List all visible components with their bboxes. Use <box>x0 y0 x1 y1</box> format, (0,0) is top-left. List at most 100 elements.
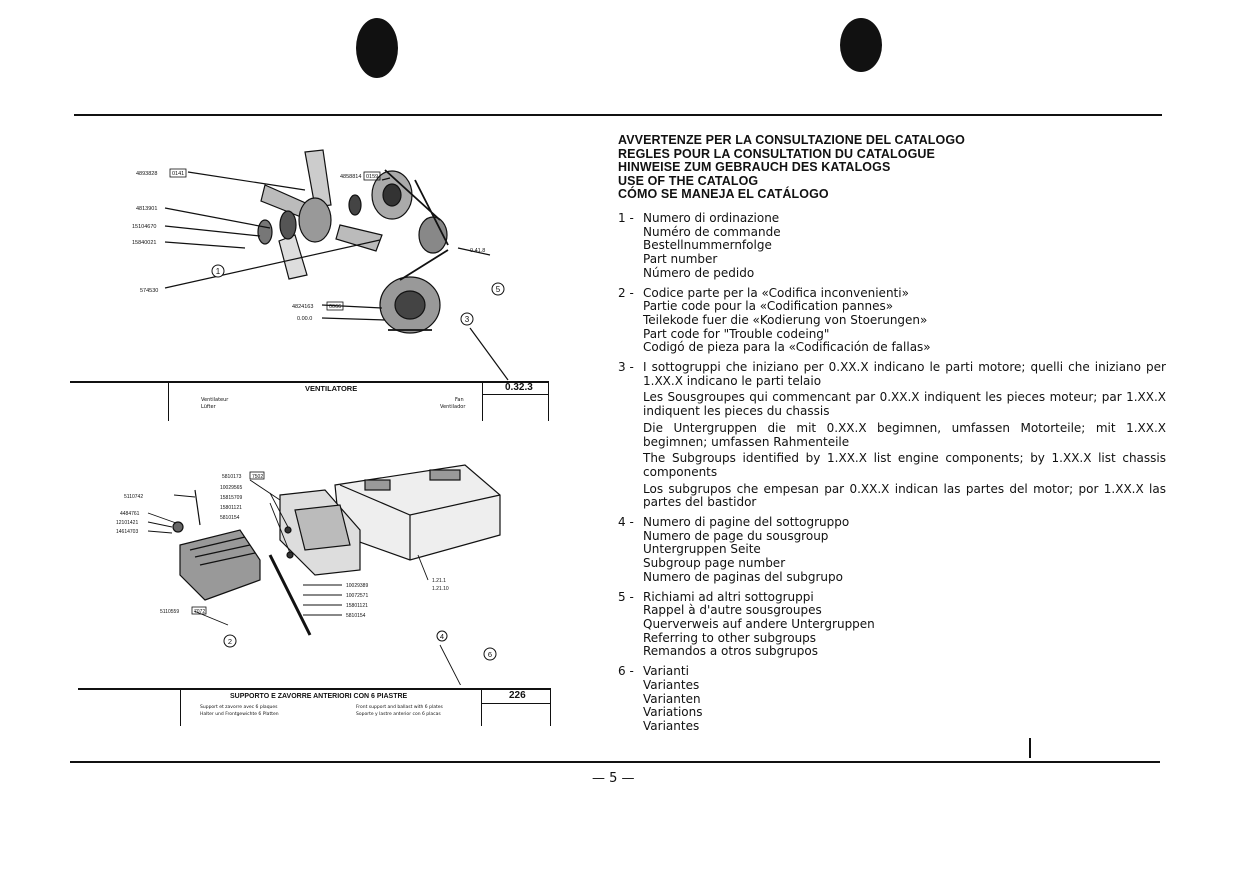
catalog-heading: AVVERTENZE PER LA CONSULTAZIONE DEL CATA… <box>618 133 965 202</box>
legend-line: Variations <box>643 705 703 720</box>
legend-line: Variantes <box>643 677 700 692</box>
fan-sub-right-2: Ventilador <box>440 404 466 410</box>
svg-text:14614703: 14614703 <box>116 529 138 535</box>
svg-text:5: 5 <box>496 285 501 294</box>
legend-list: 1 - Numero di ordinazione Numéro de comm… <box>618 211 1166 740</box>
top-rule <box>74 114 1162 116</box>
fan-title-rule-right <box>548 381 549 421</box>
support-title: SUPPORTO E ZAVORRE ANTERIORI CON 6 PIAST… <box>230 693 408 700</box>
legend-line: Subgroup page number <box>643 556 786 571</box>
legend-number: 2 - <box>618 285 634 300</box>
legend-line: Teilekode fuer die «Kodierung von Stoeru… <box>643 312 928 327</box>
legend-line: Untergruppen Seite <box>643 542 761 557</box>
svg-text:1: 1 <box>216 267 221 276</box>
svg-text:5810173: 5810173 <box>222 474 242 480</box>
svg-text:0141: 0141 <box>172 171 184 177</box>
svg-text:15840021: 15840021 <box>132 240 156 246</box>
svg-text:1.21.1: 1.21.1 <box>432 578 446 584</box>
legend-line: Numéro de commande <box>643 224 781 239</box>
legend-item-2: 2 - Codice parte per la «Codifica inconv… <box>618 285 1166 356</box>
support-sub-left-1: Support et zavorre avec 6 plaques <box>200 705 278 710</box>
fan-title: VENTILATORE <box>305 384 358 393</box>
svg-text:15801121: 15801121 <box>220 505 242 511</box>
punch-hole-right <box>840 18 882 72</box>
fan-sub-left-2: Lüfter <box>201 404 216 410</box>
support-code: 226 <box>509 690 526 701</box>
legend-item-4: 4 - Numero di pagine del sottogruppo Num… <box>618 515 1166 585</box>
bottom-rule <box>70 761 1160 763</box>
support-sub-left-2: Halter und Frontgewichte 6 Platten <box>200 712 279 717</box>
support-code-underline <box>481 703 550 704</box>
scan-mark <box>1029 738 1031 758</box>
svg-text:1.21.10: 1.21.10 <box>432 586 449 592</box>
support-sub-right-2: Soporte y lastre anterior con 6 placas <box>356 712 441 717</box>
svg-text:0.41.8: 0.41.8 <box>470 248 485 254</box>
legend-line: Varianti <box>643 664 689 679</box>
support-title-rule-top <box>78 688 550 690</box>
legend-item-3: 3 - I sottogruppi che iniziano per 0.XX.… <box>618 360 1166 510</box>
heading-line-en: USE OF THE CATALOG <box>618 173 759 188</box>
legend-line: Referring to other subgroups <box>643 630 817 645</box>
legend-line: Numero di ordinazione <box>643 211 780 225</box>
fan-sub-left-1: Ventilateur <box>201 397 229 403</box>
legend-number: 3 - <box>618 360 634 375</box>
legend-paragraph: Die Untergruppen die mit 0.XX.X begimnen… <box>643 420 1166 449</box>
legend-number: 4 - <box>618 515 634 530</box>
svg-text:15104670: 15104670 <box>132 224 156 230</box>
svg-text:5110742: 5110742 <box>124 494 143 500</box>
svg-text:4813901: 4813901 <box>136 206 157 212</box>
fan-code-underline <box>482 394 548 395</box>
svg-text:4893828: 4893828 <box>136 171 157 177</box>
legend-line: Bestellnummernfolge <box>643 238 772 253</box>
legend-number: 6 - <box>618 664 634 679</box>
svg-text:5110559: 5110559 <box>160 609 179 615</box>
legend-number: 5 - <box>618 589 634 604</box>
heading-line-fr: REGLES POUR LA CONSULTATION DU CATALOGUE <box>618 146 935 161</box>
svg-text:10029565: 10029565 <box>220 485 242 491</box>
legend-line: Remandos a otros subgrupos <box>643 644 818 659</box>
legend-line: Codigó de pieza para la «Codificación de… <box>643 340 931 355</box>
svg-text:574530: 574530 <box>140 288 158 294</box>
support-title-rule-right <box>550 688 551 726</box>
legend-paragraph: Les Sousgroupes qui commencant par 0.XX.… <box>643 390 1166 419</box>
svg-text:5810154: 5810154 <box>220 515 240 521</box>
legend-line: Numero de page du sousgroup <box>643 528 829 543</box>
support-sub-right-1: Front support and ballast with 6 plates <box>356 705 443 710</box>
svg-text:2: 2 <box>228 637 232 646</box>
support-title-rule-left <box>180 688 181 726</box>
svg-text:4484761: 4484761 <box>120 511 140 517</box>
fan-code: 0.32.3 <box>505 382 533 393</box>
legend-line: Número de pedido <box>643 265 755 280</box>
legend-line: Partie code pour la «Codification pannes… <box>643 299 894 314</box>
svg-text:4824163: 4824163 <box>292 304 313 310</box>
fan-title-rule-mid <box>482 381 483 421</box>
punch-hole-left <box>356 18 398 78</box>
svg-text:4: 4 <box>440 632 444 641</box>
svg-text:7502: 7502 <box>252 474 263 480</box>
legend-line: Part code for "Trouble codeing" <box>643 326 830 341</box>
legend-line: Numero de paginas del subgrupo <box>643 569 843 584</box>
heading-line-de: HINWEISE ZUM GEBRAUCH DES KATALOGS <box>618 160 891 175</box>
svg-text:7072: 7072 <box>194 609 205 615</box>
fan-title-rule-top <box>70 381 548 383</box>
fan-title-rule-left <box>168 381 169 421</box>
svg-text:4858814: 4858814 <box>340 174 361 180</box>
svg-text:12101421: 12101421 <box>116 520 138 526</box>
legend-paragraph: I sottogruppi che iniziano per 0.XX.X in… <box>643 360 1166 388</box>
legend-paragraph: The Subgroups identified by 1.XX.X list … <box>643 451 1166 479</box>
legend-line: Varianten <box>643 691 701 706</box>
legend-line: Querverweis auf andere Untergruppen <box>643 616 875 631</box>
svg-text:10029389: 10029389 <box>346 583 368 589</box>
svg-text:15815709: 15815709 <box>220 495 242 501</box>
svg-text:15801121: 15801121 <box>346 603 368 609</box>
legend-line: Numero di pagine del sottogruppo <box>643 515 850 530</box>
svg-text:0.00.0: 0.00.0 <box>297 316 312 322</box>
svg-text:0066: 0066 <box>329 304 341 310</box>
svg-text:6: 6 <box>488 650 492 659</box>
heading-line-it: AVVERTENZE PER LA CONSULTAZIONE DEL CATA… <box>618 133 965 147</box>
legend-paragraph: Los subgrupos che empesan par 0.XX.X ind… <box>643 481 1166 510</box>
svg-text:10072571: 10072571 <box>346 593 368 599</box>
diagram-fan: 4893828 0141 4813901 15104670 15840021 5… <box>132 149 509 381</box>
legend-item-1: 1 - Numero di ordinazione Numéro de comm… <box>618 211 1166 281</box>
svg-text:5810154: 5810154 <box>346 613 366 619</box>
